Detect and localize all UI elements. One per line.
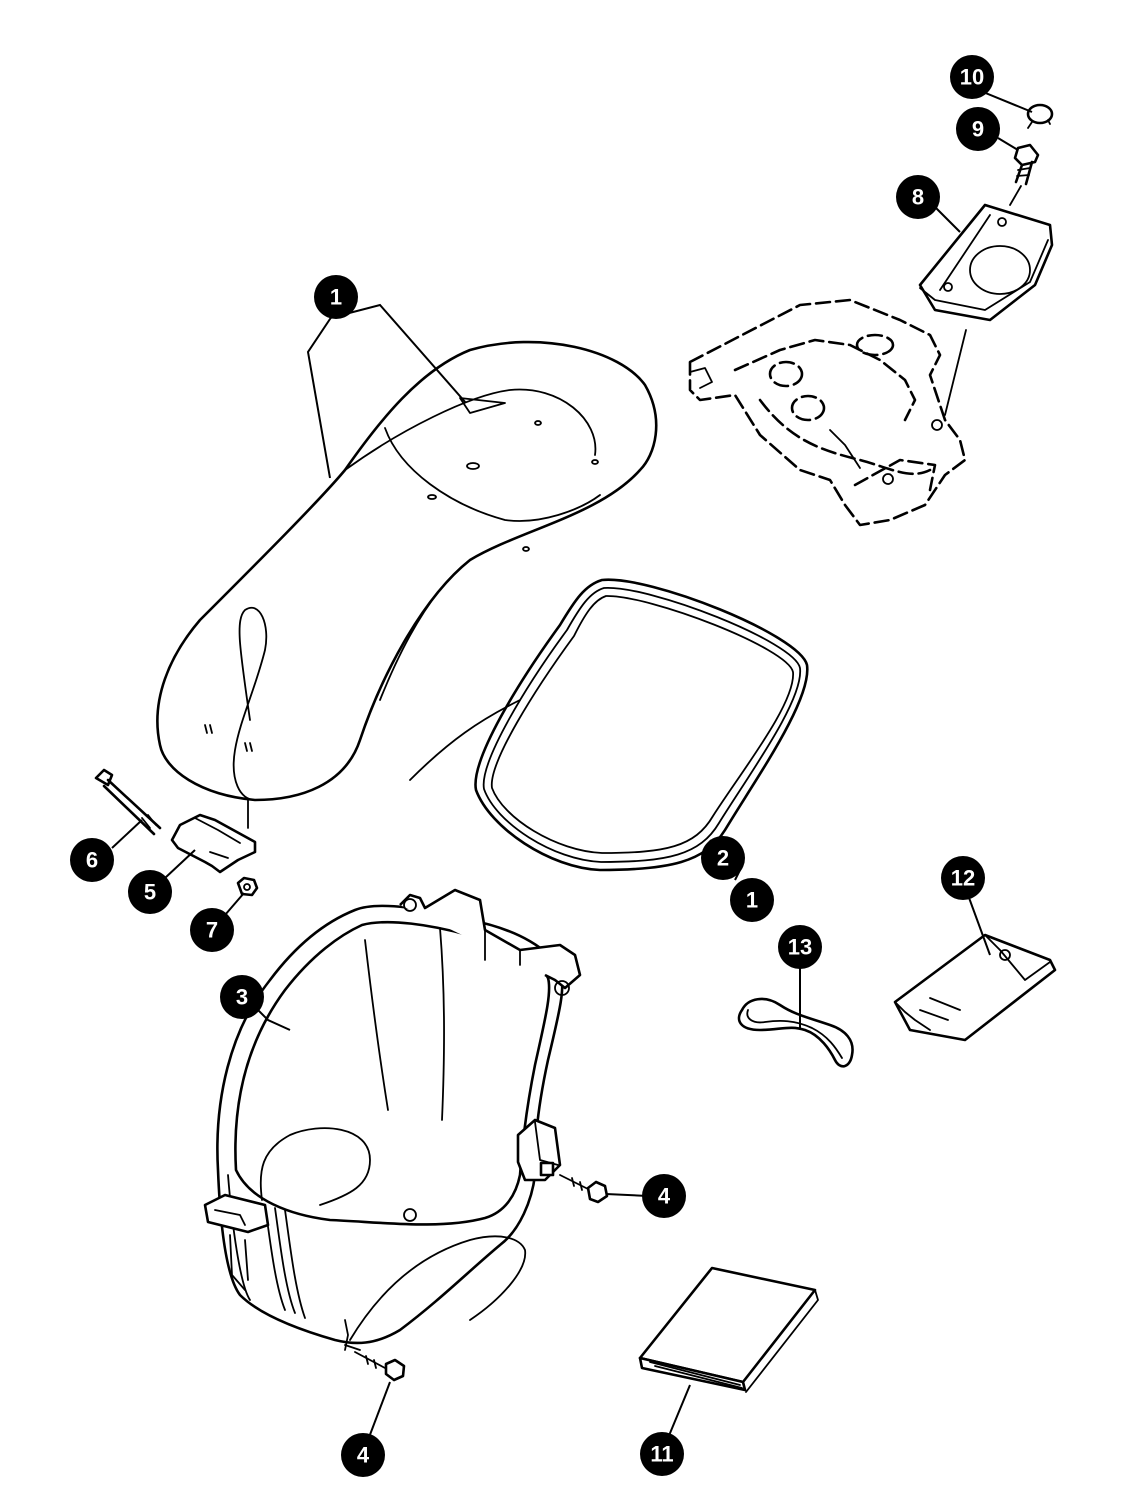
callout-13: 13 [778, 925, 822, 969]
svg-text:7: 7 [206, 918, 218, 943]
callout-2: 2 [701, 836, 745, 880]
hinge-nut [236, 876, 259, 897]
callout-3: 3 [220, 975, 264, 1019]
svg-text:1: 1 [746, 888, 758, 913]
svg-text:4: 4 [357, 1443, 370, 1468]
storage-bin [203, 888, 582, 1351]
svg-text:9: 9 [972, 117, 984, 142]
lock-plate [918, 203, 1054, 416]
document-pouch [893, 933, 1057, 1042]
callout-12: 12 [941, 856, 985, 900]
svg-text:6: 6 [86, 848, 98, 873]
leader-lines [111, 84, 1033, 1441]
svg-text:5: 5 [144, 880, 156, 905]
gasket-ring [474, 578, 809, 872]
elastic-band [737, 997, 854, 1068]
svg-text:8: 8 [912, 185, 924, 210]
svg-text:3: 3 [236, 985, 248, 1010]
callout-5: 5 [128, 870, 172, 914]
callout-4-right: 4 [642, 1174, 686, 1218]
svg-text:2: 2 [717, 846, 729, 871]
callout-1-gasket: 1 [730, 878, 774, 922]
svg-text:11: 11 [650, 1442, 673, 1467]
hinge-pin [94, 768, 162, 836]
seat [156, 340, 658, 829]
bin-screw-right [559, 1174, 609, 1204]
svg-text:4: 4 [658, 1184, 671, 1209]
svg-text:10: 10 [960, 65, 984, 90]
callout-10: 10 [950, 55, 994, 99]
callout-9: 9 [956, 107, 1000, 151]
callout-4-bottom: 4 [341, 1433, 385, 1477]
svg-text:1: 1 [330, 285, 342, 310]
callout-8: 8 [896, 175, 940, 219]
lock-cap [1026, 103, 1054, 129]
svg-text:12: 12 [951, 866, 975, 891]
svg-text:13: 13 [788, 935, 812, 960]
bin-screw-bottom [354, 1351, 406, 1382]
owners-manual [638, 1266, 819, 1393]
callout-1-seat: 1 [314, 275, 358, 319]
callout-11: 11 [640, 1432, 684, 1476]
callout-6: 6 [70, 838, 114, 882]
hinge-bracket [170, 813, 257, 874]
callout-7: 7 [190, 908, 234, 952]
lock-bolt [1009, 143, 1040, 206]
seat-lock-base [688, 298, 967, 527]
